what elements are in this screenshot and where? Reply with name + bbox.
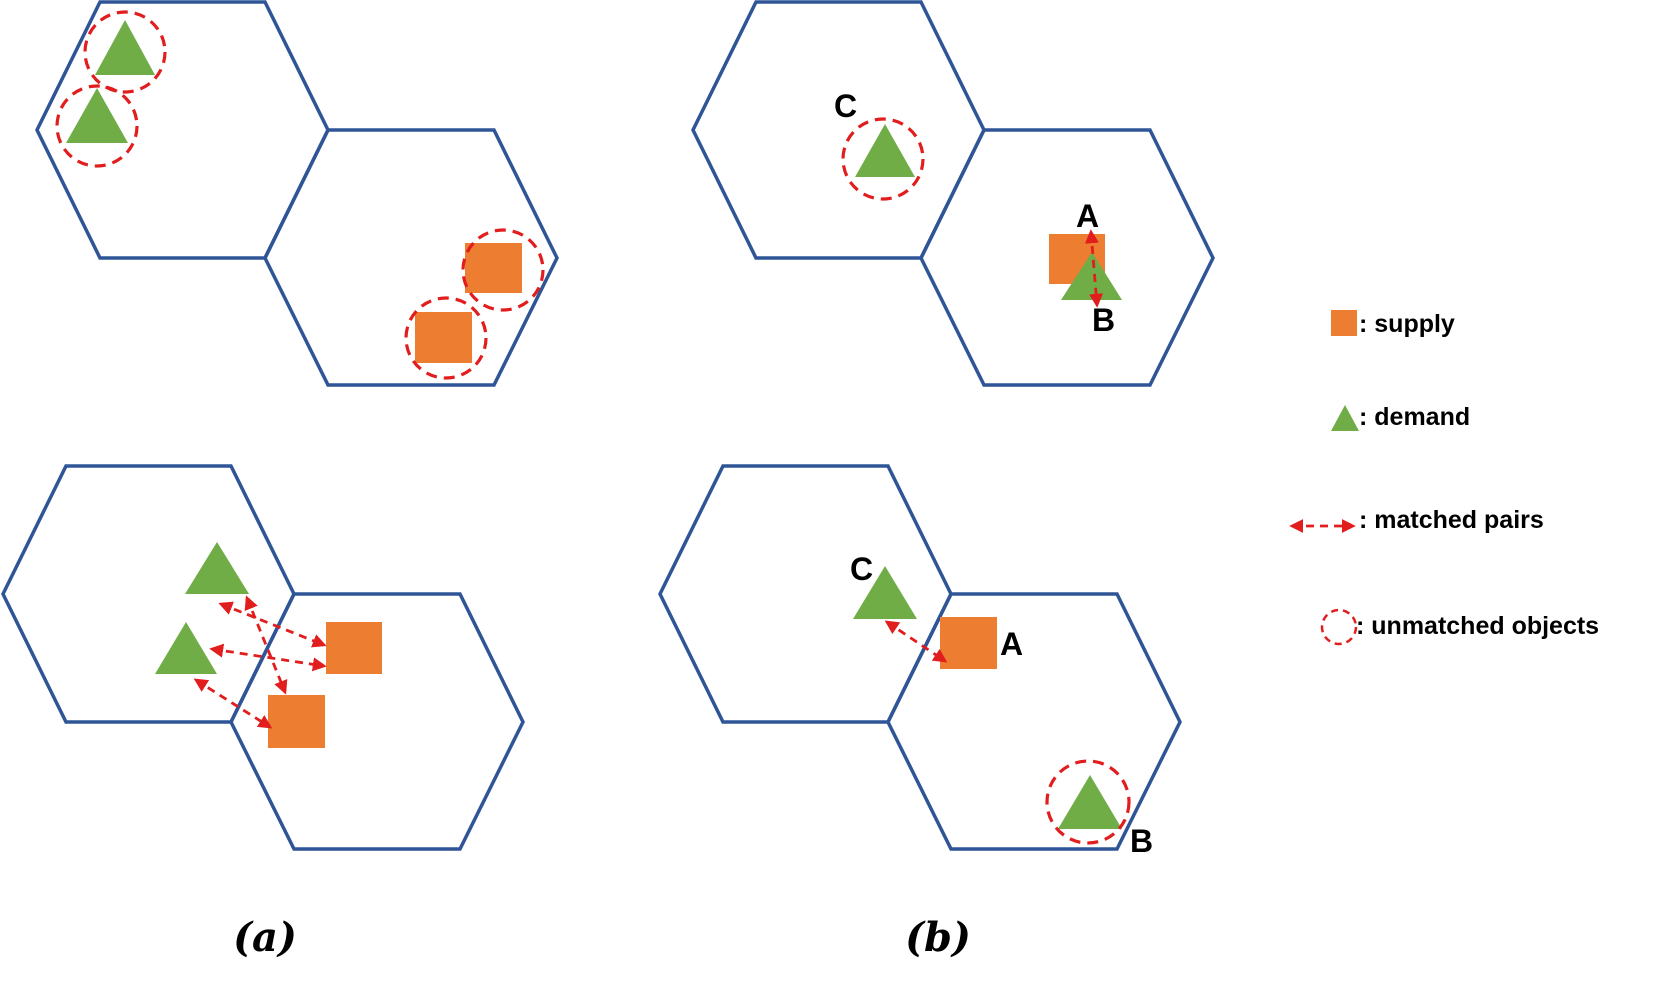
hexagon-cell: [229, 592, 525, 851]
caption-b: (b): [905, 914, 971, 961]
legend-supply-icon: [1331, 310, 1357, 336]
unmatched-ring: [461, 228, 545, 312]
demand-triangle: [155, 622, 217, 674]
unmatched-ring: [404, 296, 488, 380]
point-label-c: C: [834, 88, 857, 124]
supply-square: [326, 622, 382, 674]
demand-triangle: [1058, 775, 1122, 829]
unmatched-ring: [83, 10, 167, 94]
matched-pair-arrow: [193, 678, 273, 729]
supply-square: [415, 312, 472, 363]
unmatched-ring: [1045, 759, 1131, 845]
panel-a-bottom: [1, 464, 525, 851]
point-label-b: B: [1130, 823, 1153, 859]
point-label-c: C: [850, 551, 873, 587]
legend-unmatched-icon: [1320, 608, 1358, 646]
unmatched-ring: [55, 84, 139, 168]
matched-pair-arrow: [884, 620, 948, 663]
matched-pair-arrow: [1084, 229, 1104, 308]
demand-triangle: [853, 566, 917, 619]
supply-square: [465, 243, 522, 293]
matched-pair-arrow: [218, 601, 327, 648]
panel-a-top: [35, 0, 559, 387]
point-label-a: A: [1000, 626, 1023, 662]
legend-unmatched-label: : unmatched objects: [1356, 612, 1599, 640]
hexagon-cell: [919, 128, 1215, 387]
demand-triangle: [185, 542, 249, 594]
supply-square: [940, 617, 997, 669]
legend-demand-label: : demand: [1359, 403, 1470, 431]
legend: : supply : demand : matched pairs : unma…: [1289, 310, 1599, 646]
caption-a: (a): [233, 914, 297, 961]
hexagon-cell: [263, 128, 559, 387]
point-label-a: A: [1076, 198, 1099, 234]
panel-b-top: C A B: [691, 0, 1215, 387]
legend-supply-label: : supply: [1359, 310, 1455, 338]
demand-triangle: [66, 88, 128, 143]
unmatched-ring: [841, 117, 925, 201]
demand-triangle: [95, 20, 155, 75]
legend-matched-label: : matched pairs: [1359, 506, 1544, 534]
matched-pair-arrow: [244, 595, 288, 695]
hexagon-cell: [886, 592, 1182, 851]
supply-square: [268, 695, 325, 748]
legend-demand-icon: [1331, 405, 1359, 431]
point-label-b: B: [1092, 302, 1115, 338]
panel-b-bottom: C A B: [658, 464, 1182, 859]
demand-triangle: [855, 124, 915, 177]
